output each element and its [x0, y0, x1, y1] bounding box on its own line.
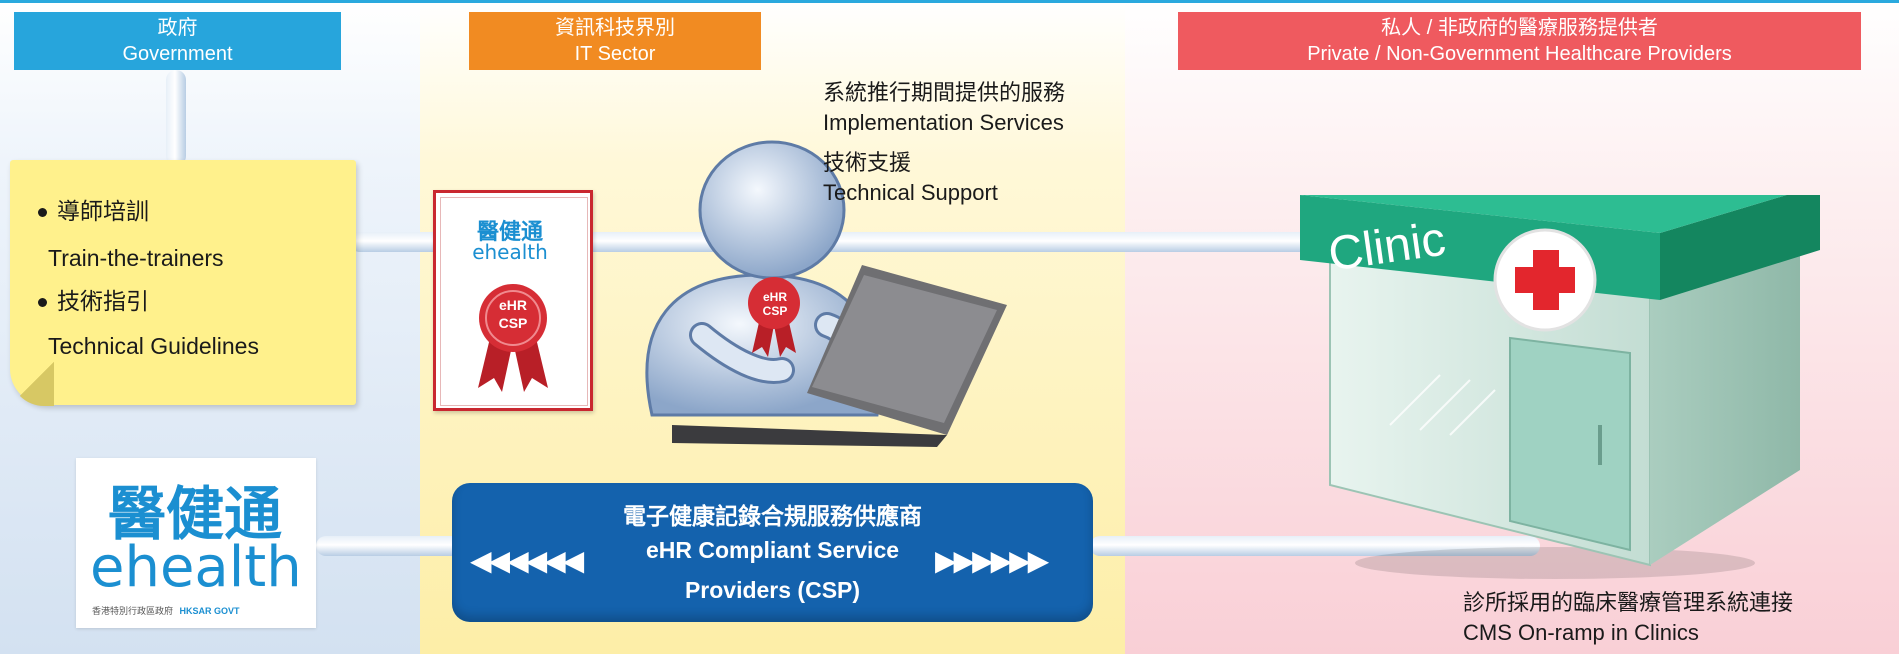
connector-vertical [166, 70, 186, 166]
person-badge-line2: CSP [762, 304, 788, 318]
technical-support-zh: 技術支援 [823, 150, 912, 175]
csp-title-zh: 電子健康記錄合規服務供應商 [623, 503, 922, 529]
implementation-services-en: Implementation Services [823, 110, 1064, 135]
certificate-ribbon-text: eHR CSP [488, 296, 538, 332]
note-item-1-zh: 導師培訓 [38, 192, 149, 226]
csp-title-en-line2: Providers (CSP) [684, 577, 861, 603]
certificate-inner-border [440, 197, 588, 406]
ehealth-logo-footer-zh: 香港特別行政區政府 [92, 606, 174, 616]
csp-banner [452, 483, 1093, 622]
ehealth-logo-footer: 香港特別行政區政府 HKSAR GOVT [92, 604, 302, 617]
clinic-caption-zh: 診所採用的臨床醫療管理系統連接 [1463, 590, 1794, 615]
it-sector-header-zh: 資訊科技界別 [555, 17, 675, 39]
certificate-logo-cn: 醫健通 [476, 220, 543, 245]
government-header-zh: 政府 [157, 17, 198, 39]
ehealth-logo [76, 458, 316, 628]
private-header-en: Private / Non-Government Healthcare Prov… [1307, 43, 1732, 65]
government-note [10, 160, 356, 405]
person-badge-line1: eHR [762, 290, 787, 304]
bullet-icon [38, 298, 47, 308]
certificate-ribbon-icon [478, 284, 548, 392]
person-laptop-illustration [645, 140, 1007, 447]
left-arrows-icon: ◀◀◀◀◀◀ [470, 545, 584, 576]
note-item-2-en: Technical Guidelines [48, 333, 259, 359]
implementation-services-zh: 系統推行期間提供的服務 [823, 80, 1066, 105]
connector-csp-clinic [1090, 536, 1540, 556]
it-sector-header-en: IT Sector [574, 43, 656, 65]
certificate-ribbon-line2: CSP [498, 315, 528, 331]
ehealth-logo-footer-en: HKSAR GOVT [179, 606, 240, 616]
clinic-building-illustration [1300, 195, 1820, 579]
csp-title-en-line1: eHR Compliant Service [645, 537, 900, 563]
right-arrows-icon: ▶▶▶▶▶▶ [935, 545, 1049, 576]
private-header: 私人 / 非政府的醫療服務提供者 Private / Non-Governmen… [1178, 12, 1861, 70]
person-badge-text: eHR CSP [750, 290, 800, 318]
technical-support-en: Technical Support [823, 180, 998, 205]
connector-logo-csp [316, 536, 466, 556]
ehealth-logo-en: ehealth [90, 535, 302, 600]
note-item-2-zh: 技術指引 [38, 282, 149, 316]
clinic-caption-en: CMS On-ramp in Clinics [1463, 620, 1699, 645]
ehealth-logo-cn: 醫健通 [107, 480, 282, 548]
private-header-zh: 私人 / 非政府的醫療服務提供者 [1381, 17, 1658, 39]
top-rule [0, 0, 1899, 3]
connector-top [350, 232, 1450, 252]
government-header: 政府 Government [14, 12, 341, 70]
certificate-logo-en: ehealth [472, 240, 548, 264]
government-header-en: Government [122, 43, 233, 65]
certificate-ribbon-line1: eHR [498, 297, 527, 313]
bullet-icon [38, 208, 47, 218]
note-item-1-en: Train-the-trainers [48, 245, 224, 271]
it-sector-header: 資訊科技界別 IT Sector [469, 12, 761, 70]
